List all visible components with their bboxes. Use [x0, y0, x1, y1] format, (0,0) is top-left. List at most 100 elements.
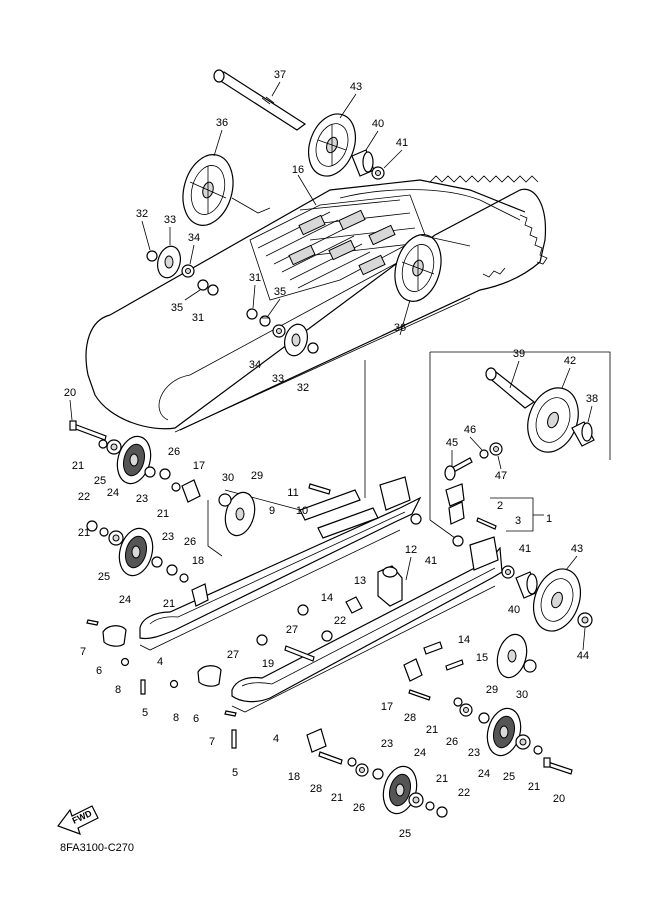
- callout: 24: [107, 487, 119, 499]
- bearing-35-right: [259, 315, 271, 327]
- wheel-24-upper: [116, 435, 152, 485]
- callout: 4: [157, 656, 163, 668]
- nut-22-upper: [86, 520, 98, 532]
- callout: 26: [353, 802, 365, 814]
- collar-40-top: [351, 149, 375, 177]
- washer-30-upper: [218, 493, 232, 507]
- callout: 21: [78, 527, 90, 539]
- callout: 24: [119, 594, 131, 606]
- callout: 42: [564, 355, 576, 367]
- callout: 21: [436, 773, 448, 785]
- collar-25-lower-b: [408, 792, 424, 808]
- bearing-41-top: [371, 166, 385, 180]
- wheel-24-lower-a: [486, 707, 522, 757]
- collar-25-mid: [108, 530, 124, 546]
- washer-21-upper: [98, 439, 108, 449]
- callout: 36: [216, 117, 228, 129]
- callout: 21: [331, 792, 343, 804]
- callout: 20: [64, 387, 76, 399]
- front-arm-10: [299, 489, 379, 539]
- bolt-28-lower-a: [408, 689, 431, 701]
- nut-47: [489, 442, 503, 456]
- callout: 43: [571, 543, 583, 555]
- callout: 21: [157, 508, 169, 520]
- spacer-23-lower-b: [372, 768, 384, 780]
- washer-32-left: [146, 250, 158, 262]
- callout: 27: [227, 649, 239, 661]
- bracket-17-upper: [181, 479, 201, 503]
- callout: 41: [425, 555, 437, 567]
- collar-39: [485, 367, 536, 409]
- callout: 2: [497, 500, 503, 512]
- callout: 40: [372, 118, 384, 130]
- callout: 23: [468, 747, 480, 759]
- callout: 22: [334, 615, 346, 627]
- callout: 24: [478, 768, 490, 780]
- callout: 34: [249, 359, 261, 371]
- washer-8-lower: [169, 679, 179, 689]
- callout: 29: [251, 470, 263, 482]
- bearing-35-left: [197, 279, 209, 291]
- callout: 25: [98, 571, 110, 583]
- callout: 26: [184, 536, 196, 548]
- callout: 33: [164, 214, 176, 226]
- callout: 46: [464, 424, 476, 436]
- bracket-lower: [469, 536, 499, 571]
- wheel-42: [527, 387, 579, 453]
- callout: 43: [350, 81, 362, 93]
- callout: 16: [292, 164, 304, 176]
- wheel-29-upper: [224, 491, 256, 537]
- nut-22-rail: [297, 604, 309, 616]
- callout: 1: [546, 513, 552, 525]
- nut-31-right: [246, 308, 258, 320]
- bolt-45: [444, 457, 473, 481]
- bracket-upper: [379, 476, 411, 511]
- callout: 23: [162, 531, 174, 543]
- spacer-23-lower-a: [478, 712, 490, 724]
- callout: 25: [399, 828, 411, 840]
- washer-8-upper: [120, 657, 130, 667]
- bolt-20-lower: [543, 757, 573, 775]
- drive-track: [85, 175, 548, 433]
- collar-26-lower-a: [459, 703, 473, 717]
- callout: 21: [426, 724, 438, 736]
- callout: 17: [381, 701, 393, 713]
- nut-44: [577, 612, 593, 628]
- washer-41-rail: [410, 513, 464, 547]
- washer-30-lower: [523, 659, 537, 673]
- screw-7-lower: [224, 710, 237, 717]
- washer-27-lower: [321, 630, 333, 642]
- block-14-lower: [423, 641, 443, 655]
- wheel-24-mid: [118, 527, 154, 577]
- callout: 4: [273, 733, 279, 745]
- bolt-19: [284, 645, 315, 662]
- bearing-41-mid: [501, 565, 515, 579]
- callout: 37: [274, 69, 286, 81]
- wheel-43-top: [308, 113, 356, 177]
- wheel-33-right: [283, 323, 309, 357]
- bracket-18-upper: [191, 583, 209, 607]
- callout: 9: [269, 505, 275, 517]
- callout: 28: [310, 783, 322, 795]
- collar-26-mid: [166, 564, 178, 576]
- wheel-33-left: [156, 245, 182, 279]
- nut-22-lower: [436, 806, 448, 818]
- callout: 26: [446, 736, 458, 748]
- collar-40-mid: [515, 571, 539, 599]
- washer-21-lower-c: [347, 757, 357, 767]
- collar-25-lower-a: [515, 734, 531, 750]
- washer-32-right: [307, 342, 319, 354]
- callout: 47: [495, 470, 507, 482]
- washer-21-lower-a: [453, 697, 463, 707]
- collar-25-upper: [106, 439, 122, 455]
- callout: 33: [272, 373, 284, 385]
- track-tread-pattern: [249, 194, 426, 301]
- spacer-34-right: [272, 324, 286, 338]
- callout: 23: [381, 738, 393, 750]
- spacer-23-mid: [151, 556, 163, 568]
- washer-21-mid: [99, 527, 109, 537]
- callout: 44: [577, 650, 589, 662]
- spacer-23-upper: [144, 466, 156, 478]
- callout: 32: [136, 208, 148, 220]
- block-14-upper: [345, 596, 363, 614]
